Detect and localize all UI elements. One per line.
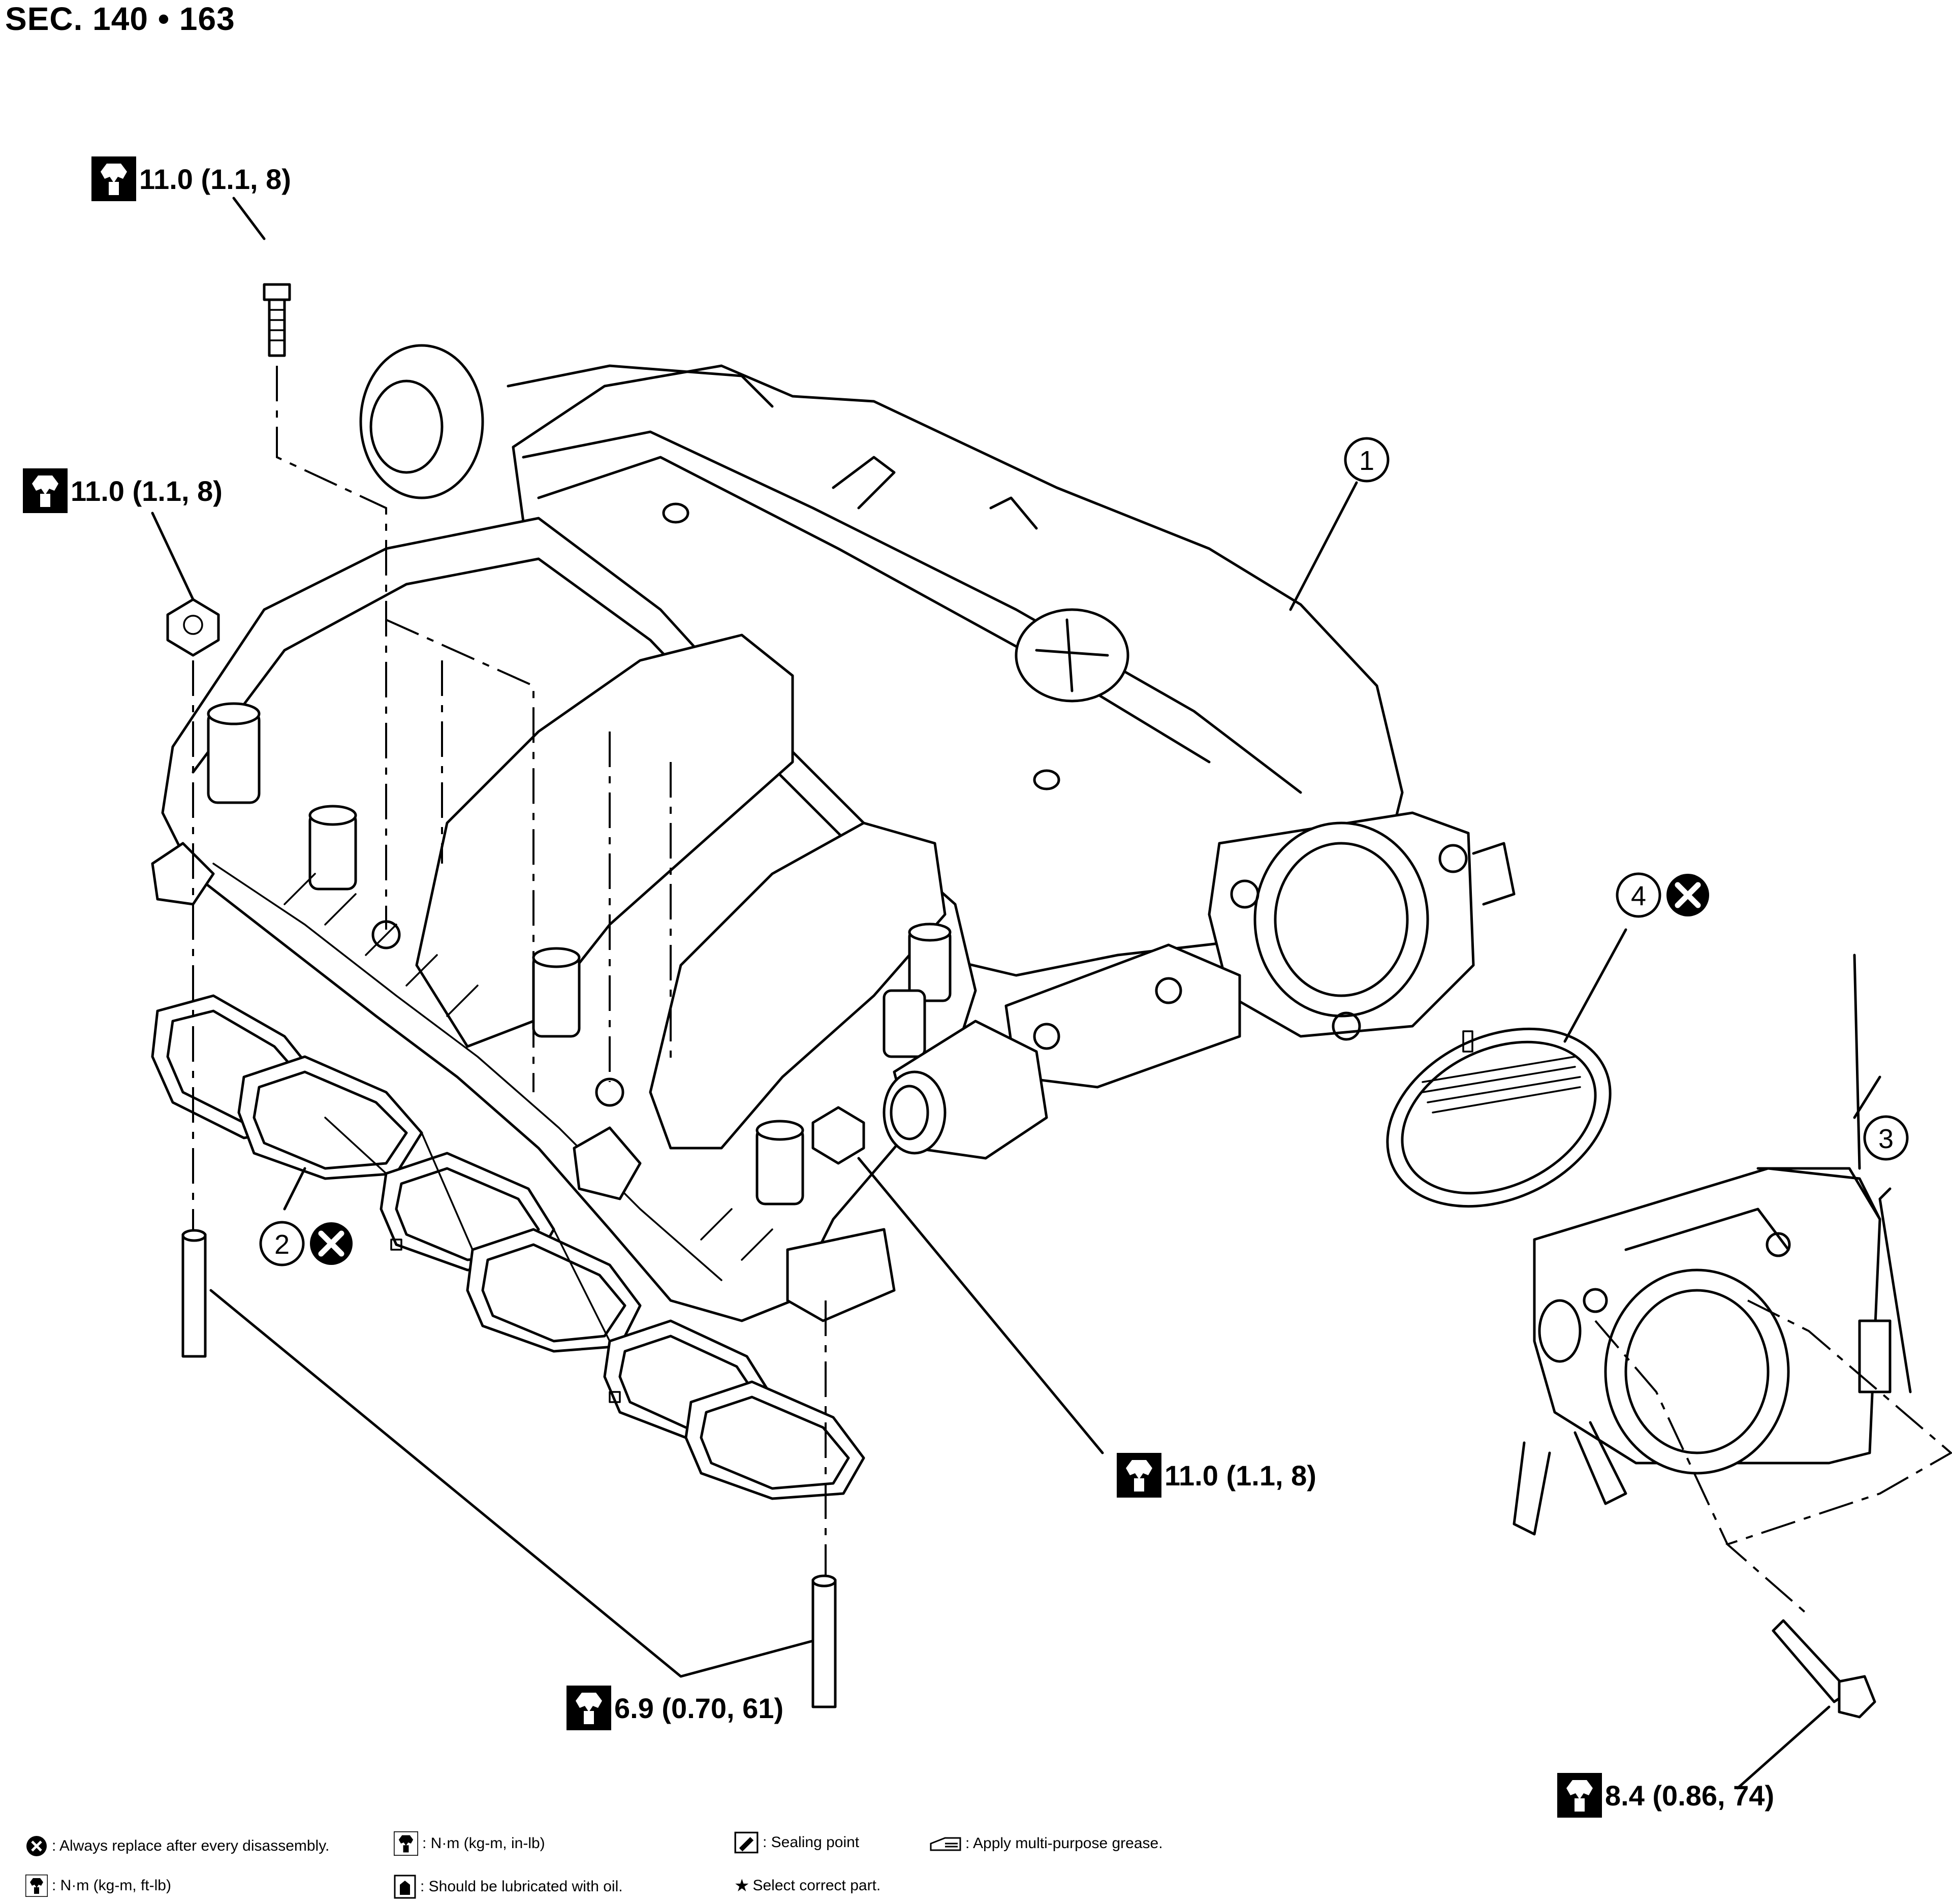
legend-nm-ftlb: : N·m (kg-m, ft-lb) bbox=[25, 1875, 171, 1897]
intake-manifold bbox=[151, 344, 1516, 1322]
assembly-lines bbox=[192, 366, 1952, 1616]
legend-sealing: : Sealing point bbox=[734, 1831, 859, 1854]
throttle-body-gasket bbox=[1386, 928, 1627, 1208]
section-title: SEC. 140 • 163 bbox=[5, 1, 235, 37]
replace-icon bbox=[1666, 874, 1709, 916]
electric-throttle-control-actuator bbox=[1513, 954, 1912, 1536]
callout-2: 2 bbox=[259, 1222, 353, 1265]
legend-nm-inlb: : N·m (kg-m, in-lb) bbox=[394, 1831, 545, 1856]
torque-label-bolt-center: 11.0 (1.1, 8) bbox=[1117, 1453, 1316, 1498]
stud-left bbox=[181, 1229, 207, 1358]
torque-label-stud: 6.9 (0.70, 61) bbox=[566, 1686, 783, 1730]
torque-label-nut: 11.0 (1.1, 8) bbox=[23, 468, 223, 513]
torque-label-bolt-top: 11.0 (1.1, 8) bbox=[91, 156, 291, 201]
oil-can-icon bbox=[394, 1875, 416, 1899]
sealing-icon bbox=[734, 1831, 759, 1854]
manifold-gasket bbox=[151, 994, 865, 1500]
stud-leader bbox=[209, 1289, 814, 1678]
svg-text:3: 3 bbox=[1878, 1124, 1894, 1154]
stud-bottom bbox=[811, 1574, 837, 1708]
svg-text:4: 4 bbox=[1631, 881, 1646, 911]
bolt-top bbox=[232, 197, 291, 357]
legend-replace: : Always replace after every disassembly… bbox=[25, 1835, 329, 1857]
bolt-throttle bbox=[1736, 1619, 1876, 1790]
callout-4: 4 bbox=[1616, 874, 1709, 916]
torque-label-throttle-bolt: 8.4 (0.86, 74) bbox=[1557, 1773, 1774, 1818]
legend-grease: : Apply multi-purpose grease. bbox=[930, 1835, 1163, 1852]
wrench-icon bbox=[1557, 1773, 1602, 1818]
star-icon: ★ bbox=[734, 1876, 750, 1895]
grease-icon bbox=[930, 1837, 961, 1851]
nut-left bbox=[151, 512, 220, 657]
wrench-icon bbox=[394, 1831, 418, 1856]
wrench-icon bbox=[25, 1875, 48, 1897]
legend-oil: : Should be lubricated with oil. bbox=[394, 1875, 623, 1899]
callout-1: 1 bbox=[1344, 437, 1390, 483]
wrench-icon bbox=[91, 156, 136, 201]
callout-3: 3 bbox=[1863, 1115, 1909, 1161]
legend-select: ★ Select correct part. bbox=[734, 1876, 881, 1895]
svg-text:1: 1 bbox=[1359, 446, 1374, 476]
replace-icon bbox=[26, 1836, 47, 1856]
wrench-icon bbox=[566, 1686, 611, 1730]
replace-icon bbox=[310, 1222, 353, 1265]
svg-text:2: 2 bbox=[274, 1229, 290, 1260]
wrench-icon bbox=[23, 468, 68, 513]
wrench-icon bbox=[1117, 1453, 1161, 1498]
bolt-center bbox=[811, 1106, 1104, 1454]
